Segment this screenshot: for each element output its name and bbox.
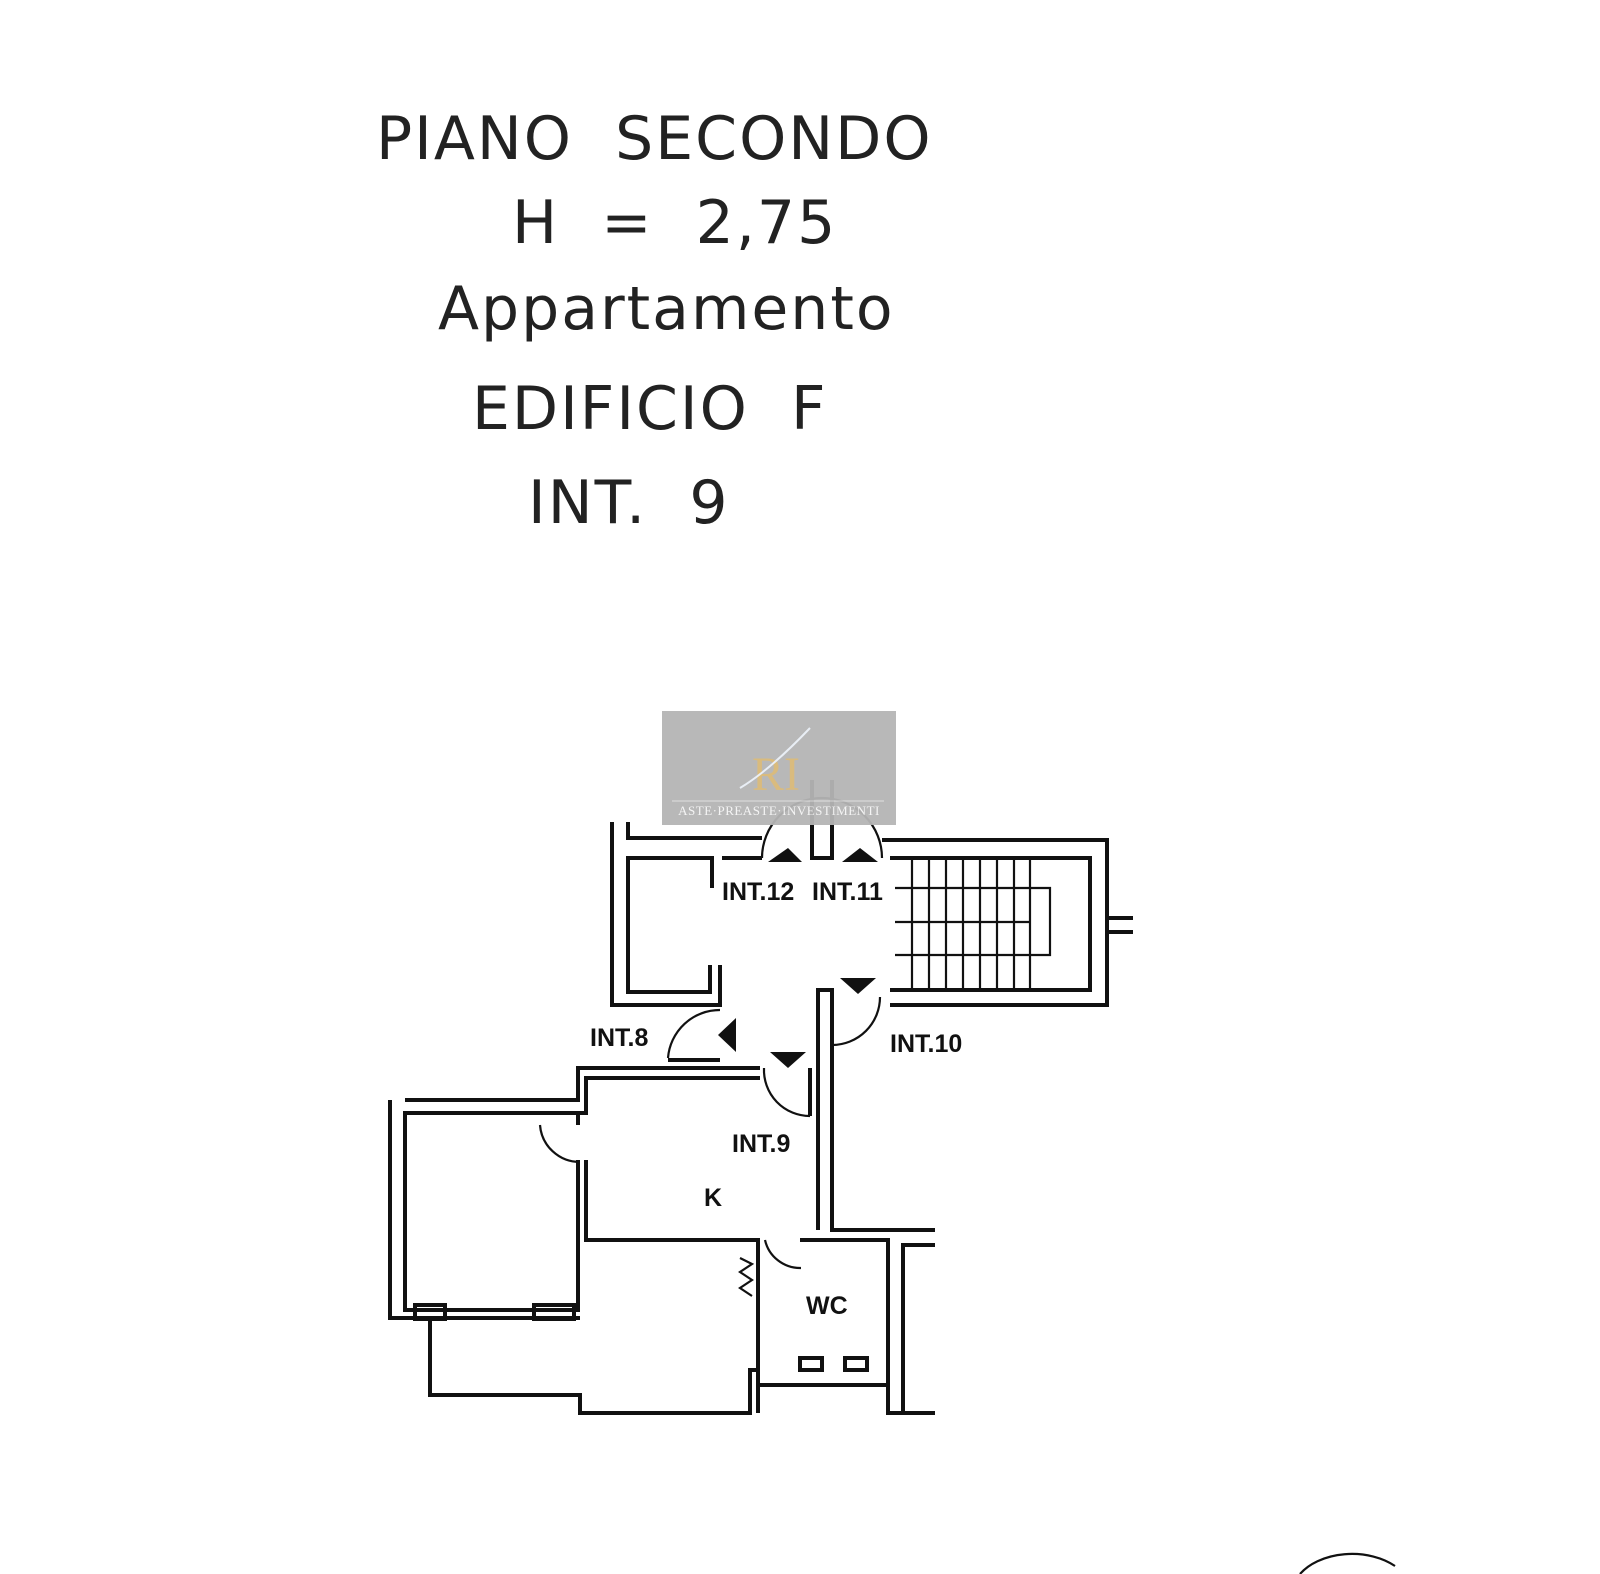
label-int8: INT.8 — [590, 1024, 648, 1052]
stair-treads — [910, 858, 1032, 990]
label-wc: WC — [806, 1292, 848, 1320]
floor-title: PIANO SECONDO — [376, 104, 933, 174]
label-int9: INT.9 — [732, 1130, 790, 1158]
building-label: EDIFICIO F — [472, 374, 828, 444]
ceiling-height: H = 2,75 — [512, 188, 838, 258]
arrow-int12-icon — [768, 848, 802, 862]
north-symbol-partial — [1299, 1552, 1396, 1574]
watermark-text: ASTE·PREASTE·INVESTIMENTI — [678, 803, 880, 818]
label-int11: INT.11 — [812, 878, 883, 906]
label-int12: INT.12 — [722, 878, 794, 906]
label-kitchen: K — [704, 1184, 722, 1212]
arrow-int10-icon — [840, 978, 876, 994]
interior-number: INT. 9 — [528, 468, 730, 538]
walls — [388, 780, 1396, 1574]
room-labels: INT.12 INT.11 INT.8 INT.10 INT.9 K WC — [590, 878, 962, 1320]
arrow-int11-icon — [842, 848, 878, 862]
unit-type: Appartamento — [438, 274, 895, 344]
arrow-int8-icon — [718, 1018, 736, 1052]
arrow-int9-icon — [770, 1052, 806, 1068]
watermark: RI ASTE·PREASTE·INVESTIMENTI — [662, 711, 896, 825]
label-int10: INT.10 — [890, 1030, 962, 1058]
